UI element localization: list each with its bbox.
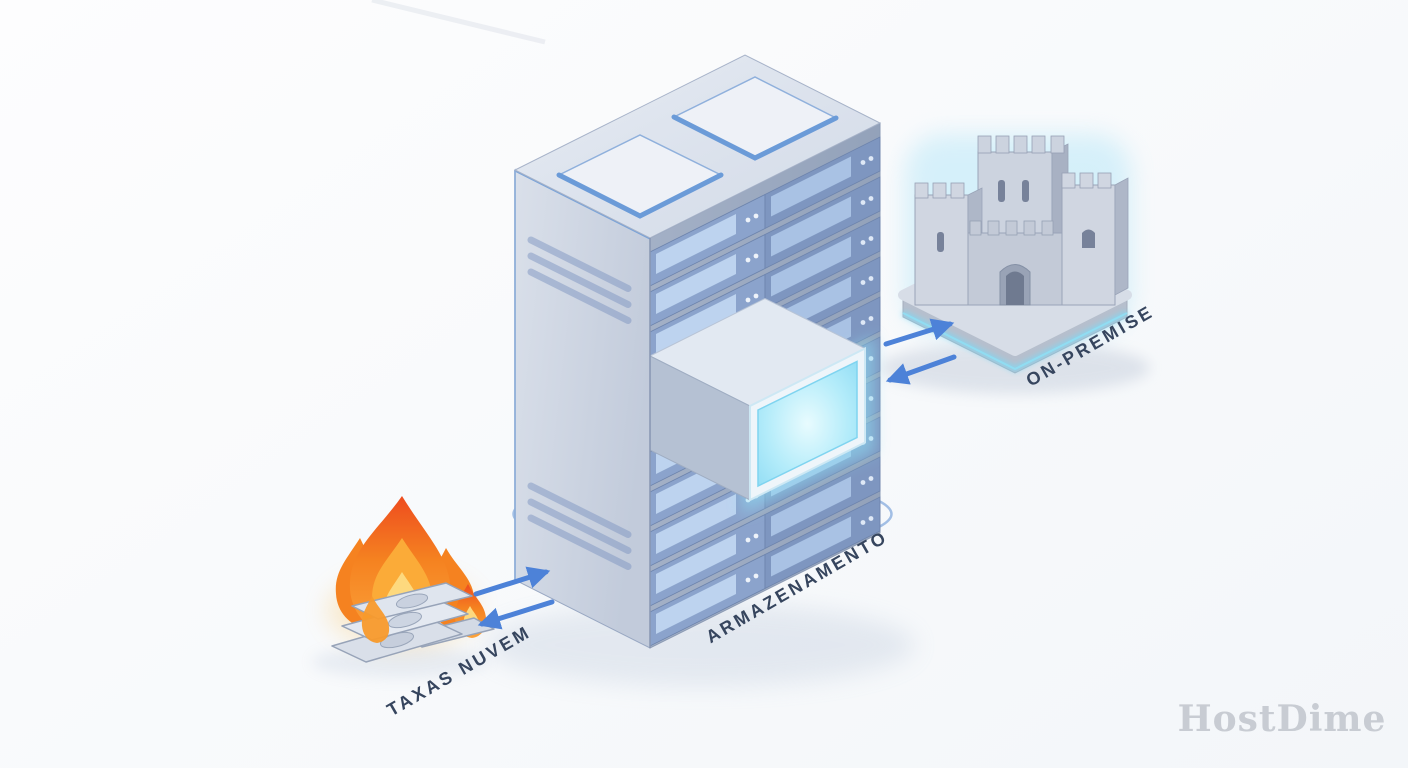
banknote-oval [395, 593, 429, 609]
server-led [753, 253, 759, 259]
crenellation [1023, 220, 1036, 236]
castle-gate-inner [1006, 271, 1024, 305]
crenellation [1005, 220, 1018, 236]
server-led [753, 213, 759, 219]
castle-icon [898, 134, 1132, 374]
server-led [868, 156, 874, 161]
crenellation [1079, 172, 1094, 189]
storage-drive-icon [648, 297, 875, 514]
server-led [860, 240, 866, 245]
server-led [745, 217, 751, 223]
server-faceplate [656, 534, 736, 594]
crenellation [987, 220, 1000, 236]
server-led [745, 577, 751, 583]
transfer-arrows-right [883, 318, 957, 385]
server-led [868, 316, 874, 321]
server-faceplate [656, 254, 736, 314]
server-led [860, 200, 866, 205]
crenellation [1013, 135, 1028, 154]
arrow-to-money [477, 599, 555, 630]
server-faceplate [771, 516, 851, 577]
server-faceplate [656, 214, 736, 274]
server-led [868, 276, 874, 281]
server-led [860, 520, 866, 525]
crenellation [977, 135, 992, 154]
server-led [745, 297, 751, 303]
rack-lids [556, 76, 839, 219]
arrow-to-castle [883, 318, 955, 347]
left-tower-window [937, 232, 944, 252]
crenellation [995, 135, 1010, 154]
server-led [860, 280, 866, 285]
server-faceplate [771, 476, 851, 537]
server-led [868, 236, 874, 241]
server-led [753, 573, 759, 579]
server-led [745, 257, 751, 263]
server-led [745, 537, 751, 543]
crenellation [1041, 220, 1054, 236]
server-faceplate [771, 156, 851, 217]
crenellation [1097, 172, 1112, 189]
server-led [868, 476, 874, 481]
server-faceplate [656, 494, 736, 554]
server-led [860, 160, 866, 165]
burning-money-icon [327, 496, 495, 663]
money-stack-icon [331, 582, 495, 663]
drive-glow-face [757, 360, 858, 488]
transfer-arrows-left [473, 566, 555, 630]
crenellation [969, 220, 982, 236]
right-tower-window [1082, 229, 1095, 248]
door-vent-lines [527, 236, 632, 570]
castle-crenellations [914, 135, 1112, 236]
watermark: HostDime [1178, 698, 1387, 740]
server-led [868, 196, 874, 201]
flame-front-small [361, 596, 390, 643]
background-streak [371, 0, 546, 45]
crenellation [1050, 135, 1065, 154]
right-tower-side [1114, 177, 1129, 296]
crenellation [932, 182, 947, 199]
server-faceplate [771, 236, 851, 297]
server-led [860, 320, 866, 325]
server-faceplate [656, 574, 736, 634]
crenellation [914, 182, 929, 199]
keep-window [998, 180, 1005, 202]
crenellation [1031, 135, 1046, 154]
server-led [753, 293, 759, 299]
server-faceplate [771, 196, 851, 257]
server-rack-icon [513, 54, 882, 649]
crenellation [1061, 172, 1076, 189]
server-led [868, 516, 874, 521]
arrow-to-rack [473, 566, 551, 597]
keep-window [1022, 180, 1029, 202]
server-led [860, 480, 866, 485]
rack-shadow [485, 603, 915, 687]
crenellation [950, 182, 965, 199]
server-faceplate [656, 294, 736, 354]
server-led [753, 533, 759, 539]
arrow-to-rack [885, 354, 957, 385]
